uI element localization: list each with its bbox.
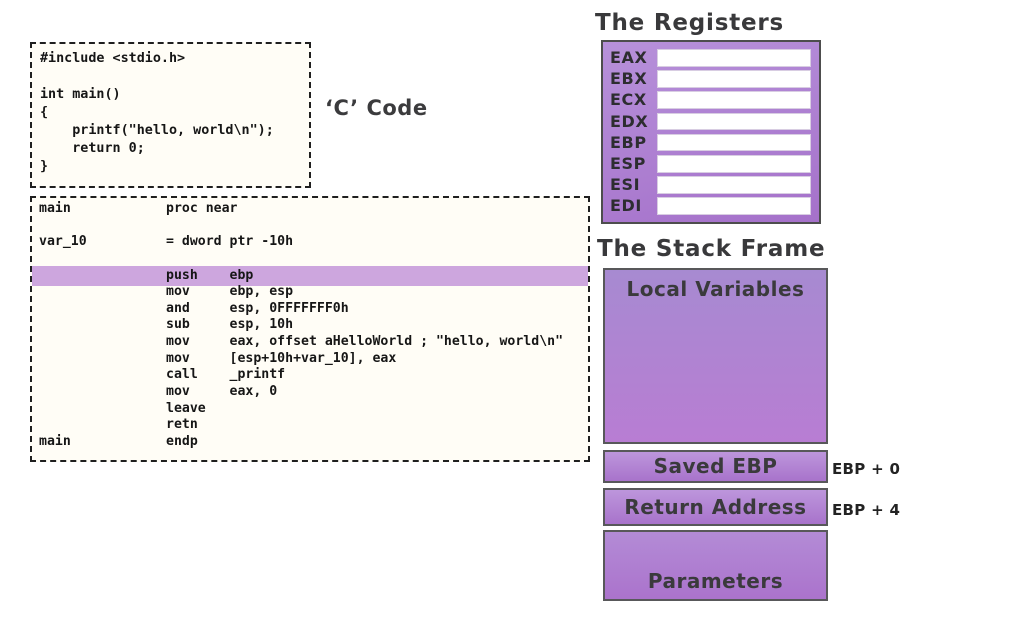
asm-line: and esp, 0FFFFFFF0h xyxy=(39,300,349,316)
asm-line xyxy=(32,218,588,235)
register-row-esp: ESP xyxy=(610,155,811,173)
c-code-line: #include <stdio.h> xyxy=(40,51,186,66)
c-code-line: int main() xyxy=(40,87,121,102)
register-label: EBP xyxy=(610,132,647,152)
asm-line: main endp xyxy=(39,433,198,449)
asm-line: mov eax, 0 xyxy=(39,384,278,400)
asm-line: mov eax, offset aHelloWorld ; "hello, wo… xyxy=(39,334,564,350)
register-row-eax: EAX xyxy=(610,49,811,67)
register-label: ESP xyxy=(610,153,646,173)
c-code-box: #include <stdio.h> int main() { printf("… xyxy=(30,42,311,188)
stack-segment-local-variables: Local Variables xyxy=(603,268,828,444)
c-code-line xyxy=(32,68,309,86)
register-row-ebp: EBP xyxy=(610,134,811,152)
register-row-ecx: ECX xyxy=(610,91,811,109)
register-value-field xyxy=(657,133,811,152)
register-label: EAX xyxy=(610,48,648,67)
stack-segment-parameters: Parameters xyxy=(603,530,828,601)
asm-line: retn xyxy=(39,417,198,433)
register-label: ESI xyxy=(610,175,641,195)
asm-line: main proc near xyxy=(39,201,238,216)
stack-segment-return-address: Return Address xyxy=(603,488,828,526)
asm-line: var_10 = dword ptr -10h xyxy=(39,234,294,250)
c-code-line: printf("hello, world\n"); xyxy=(40,123,274,138)
c-code-line: } xyxy=(40,159,49,174)
assembly-code-box: main proc near var_10 = dword ptr -10h p… xyxy=(30,196,590,462)
asm-highlighted-line: push ebp xyxy=(32,265,588,287)
stack-segment-label: Parameters xyxy=(647,569,784,593)
register-label: EDX xyxy=(610,111,649,131)
register-value-field xyxy=(657,197,811,215)
register-label: EDI xyxy=(610,196,642,216)
register-value-field xyxy=(657,70,811,88)
c-code-caption: ‘C’ Code xyxy=(325,96,428,120)
registers-title: The Registers xyxy=(595,10,785,36)
ebp-plus-4-annotation: EBP + 4 xyxy=(832,501,901,519)
register-row-ebx: EBX xyxy=(610,70,811,88)
ebp-plus-0-annotation: EBP + 0 xyxy=(832,460,901,478)
register-row-edi: EDI xyxy=(610,197,811,215)
registers-panel: EAX EBX ECX EDX EBP ESP ESI EDI xyxy=(601,40,821,224)
register-label: ECX xyxy=(610,90,647,110)
asm-line: mov [esp+10h+var_10], eax xyxy=(39,350,397,366)
stack-segment-saved-ebp: Saved EBP xyxy=(603,450,828,483)
register-value-field xyxy=(657,154,811,173)
stack-frame-title: The Stack Frame xyxy=(597,236,826,262)
register-value-field xyxy=(657,176,811,194)
asm-line: leave xyxy=(39,400,206,416)
asm-line: mov ebp, esp xyxy=(39,284,294,300)
asm-line: sub esp, 10h xyxy=(39,317,294,333)
asm-line: call _printf xyxy=(39,367,286,383)
register-label: EBX xyxy=(610,69,648,89)
c-code-line: { xyxy=(40,105,49,120)
register-value-field xyxy=(657,91,811,109)
register-value-field xyxy=(657,49,811,67)
register-row-edx: EDX xyxy=(610,111,811,131)
register-value-field xyxy=(657,112,811,131)
register-row-esi: ESI xyxy=(610,176,811,194)
c-code-line: return 0; xyxy=(40,141,145,156)
